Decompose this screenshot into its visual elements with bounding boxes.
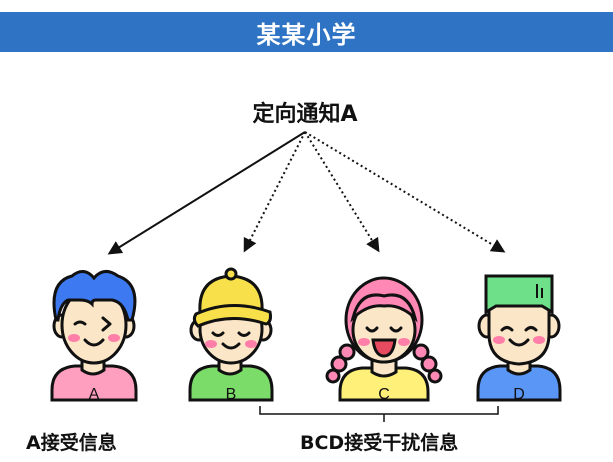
student-d-avatar — [476, 274, 562, 402]
arrow-to-a — [107, 131, 306, 255]
notice-title: 定向通知A — [252, 102, 358, 127]
arrow-to-b — [243, 131, 306, 253]
student-a-label: A — [89, 386, 100, 403]
caption-a-receives: A接受信息 — [26, 432, 117, 454]
banner-title: 某某小学 — [256, 20, 357, 49]
arrow-to-c — [304, 131, 380, 253]
student-d-label: D — [513, 386, 525, 403]
bcd-group-bracket — [259, 406, 499, 422]
arrow-to-d — [304, 131, 506, 253]
student-c-avatar — [325, 276, 443, 402]
student-c-label: C — [378, 386, 390, 403]
student-b-label: B — [226, 386, 237, 403]
student-a-avatar — [50, 270, 138, 402]
caption-bcd-interference: BCD接受干扰信息 — [300, 432, 459, 454]
student-b-avatar — [188, 267, 274, 402]
school-banner: 某某小学 — [0, 12, 613, 52]
